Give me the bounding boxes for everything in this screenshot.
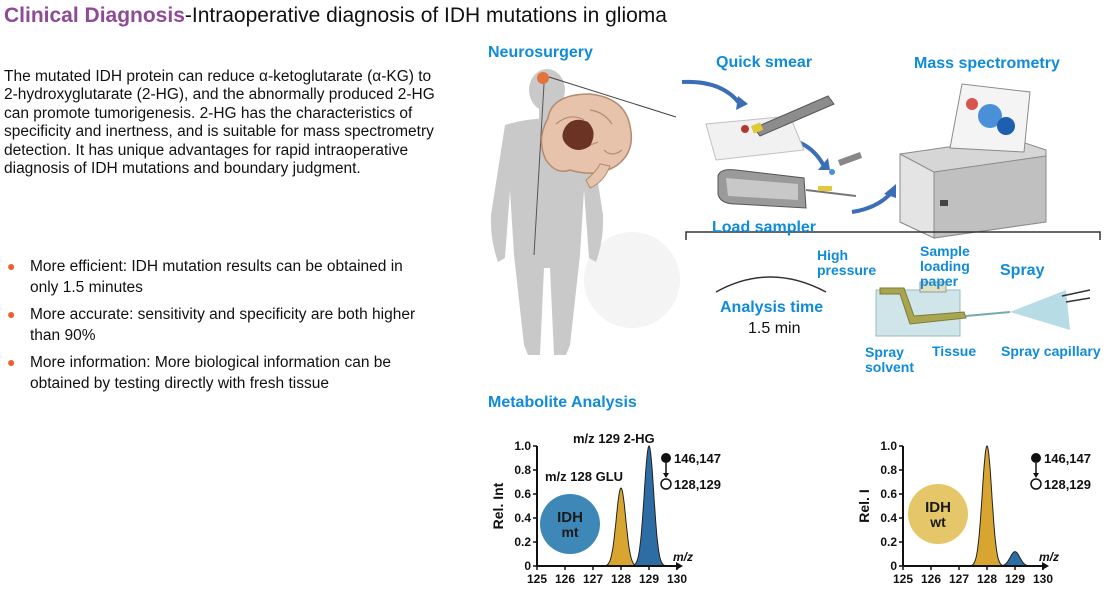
benefit-item-accurate: ● More accurate: sensitivity and specific… bbox=[4, 304, 424, 346]
label-spray-capillary: Spray capillary bbox=[1001, 343, 1101, 359]
load-bracket bbox=[685, 231, 1101, 240]
label-metabolite-analysis: Metabolite Analysis bbox=[488, 394, 637, 411]
y-tick-label: 0.8 bbox=[514, 463, 531, 477]
brain-icon bbox=[540, 93, 633, 189]
benefit-text: More efficient: IDH mutation results can… bbox=[30, 258, 403, 296]
label-spray: Spray bbox=[1000, 262, 1045, 279]
title-rest: -Intraoperative diagnosis of IDH mutatio… bbox=[184, 4, 667, 27]
legend-filled-icon bbox=[1031, 453, 1041, 463]
idh-badge bbox=[908, 484, 968, 544]
spray-schematic-icon bbox=[875, 281, 1091, 337]
x-tick-label: 130 bbox=[1033, 572, 1053, 586]
arrow-to-ms-icon bbox=[851, 190, 894, 214]
x-tick-label: 129 bbox=[1005, 572, 1025, 586]
annotation-2hg: m/z 129 2-HG bbox=[573, 431, 655, 446]
y-tick-label: 0.6 bbox=[880, 487, 897, 501]
peak-0 bbox=[604, 487, 638, 567]
legend-label-2: 128,129 bbox=[1044, 477, 1091, 492]
decor-circle bbox=[584, 232, 680, 328]
bullet-dot-icon: ● bbox=[7, 258, 16, 274]
y-tick-label: 0.4 bbox=[514, 511, 531, 525]
surgery-site-icon bbox=[537, 72, 549, 84]
y-tick-label: 0.8 bbox=[880, 463, 897, 477]
analysis-time-value: 1.5 min bbox=[748, 320, 801, 337]
y-tick-label: 1.0 bbox=[514, 439, 531, 453]
idh-badge-line2: wt bbox=[929, 514, 946, 530]
label-tissue: Tissue bbox=[932, 343, 977, 359]
arrow-head-icon bbox=[818, 158, 830, 170]
legend-arrow-icon bbox=[663, 473, 669, 478]
probe-line bbox=[533, 83, 545, 256]
x-tick-label: 130 bbox=[667, 572, 687, 586]
pointer-line bbox=[548, 76, 677, 118]
intro-paragraph: The mutated IDH protein can reduce α-ket… bbox=[4, 68, 435, 178]
arrow-to-smear-icon bbox=[681, 79, 742, 106]
y-tick-label: 0.2 bbox=[880, 535, 897, 549]
x-tick-label: 128 bbox=[977, 572, 997, 586]
x-axis-label: m/z bbox=[1039, 550, 1059, 564]
label-analysis-time: Analysis time bbox=[720, 299, 824, 316]
y-axis-label: Rel. Int bbox=[490, 482, 506, 529]
peak-0 bbox=[970, 445, 1004, 567]
peak-1 bbox=[998, 551, 1032, 567]
smear-pen-icon bbox=[750, 95, 835, 137]
idh-badge bbox=[540, 494, 600, 554]
peak-1 bbox=[632, 445, 666, 567]
y-tick-label: 0 bbox=[890, 559, 897, 573]
arrow-head-icon bbox=[884, 184, 896, 198]
idh-badge-line1: IDH bbox=[925, 499, 951, 516]
legend-label-1: 146,147 bbox=[1044, 451, 1091, 466]
x-tick-label: 125 bbox=[893, 572, 913, 586]
x-axis-label: m/z bbox=[673, 550, 693, 564]
y-tick-label: 0.6 bbox=[514, 487, 531, 501]
benefit-text: More information: More biological inform… bbox=[30, 354, 391, 392]
y-tick-label: 1.0 bbox=[880, 439, 897, 453]
x-tick-label: 126 bbox=[921, 572, 941, 586]
idh-badge-line2: mt bbox=[561, 524, 578, 540]
label-load-sampler: Load sampler bbox=[712, 219, 817, 236]
legend-open-icon bbox=[1030, 478, 1042, 490]
x-tick-label: 129 bbox=[639, 572, 659, 586]
legend-label-2: 128,129 bbox=[674, 477, 721, 492]
benefit-item-information: ● More information: More biological infor… bbox=[4, 352, 424, 394]
y-axis-label: Rel. I bbox=[856, 489, 872, 522]
y-tick-label: 0.2 bbox=[514, 535, 531, 549]
sampler-device-icon bbox=[717, 152, 862, 209]
legend-label-1: 146,147 bbox=[674, 451, 721, 466]
bullet-dot-icon: ● bbox=[7, 354, 16, 370]
label-neurosurgery: Neurosurgery bbox=[488, 44, 593, 61]
annotation-glu: m/z 128 GLU bbox=[545, 469, 623, 484]
title-highlight: Clinical Diagnosis bbox=[4, 4, 185, 27]
time-bracket bbox=[715, 276, 827, 293]
x-tick-label: 128 bbox=[611, 572, 631, 586]
mass-spectrometer-icon bbox=[899, 83, 1047, 239]
legend-filled-icon bbox=[661, 453, 671, 463]
x-tick-label: 127 bbox=[583, 572, 603, 586]
legend-arrow-icon bbox=[1033, 473, 1039, 478]
benefit-item-efficient: ● More efficient: IDH mutation results ca… bbox=[4, 256, 424, 298]
x-tick-label: 127 bbox=[949, 572, 969, 586]
bullet-dot-icon: ● bbox=[7, 306, 16, 322]
legend-open-icon bbox=[660, 478, 672, 490]
arrow-head-icon bbox=[736, 96, 748, 110]
y-tick-label: 0.4 bbox=[880, 511, 897, 525]
label-quick-smear: Quick smear bbox=[716, 54, 813, 71]
idh-badge-line1: IDH bbox=[557, 509, 583, 526]
page-title: Clinical Diagnosis-Intraoperative diagno… bbox=[4, 4, 667, 28]
benefit-text: More accurate: sensitivity and specifici… bbox=[30, 306, 416, 344]
benefit-list: ● More efficient: IDH mutation results ca… bbox=[4, 256, 424, 400]
y-tick-label: 0 bbox=[524, 559, 531, 573]
x-tick-label: 125 bbox=[527, 572, 547, 586]
label-mass-spectrometry: Mass spectrometry bbox=[914, 55, 1060, 72]
x-tick-label: 126 bbox=[555, 572, 575, 586]
